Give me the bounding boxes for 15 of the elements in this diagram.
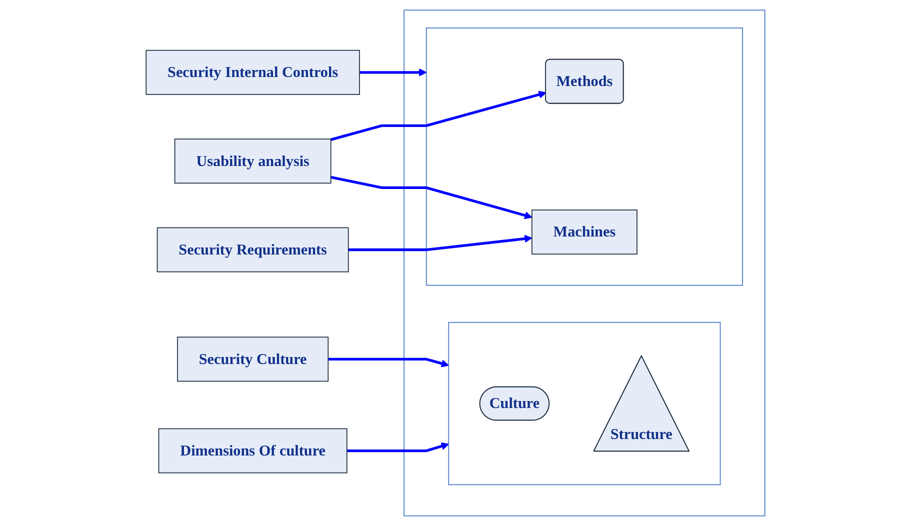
arrow: [346, 442, 449, 452]
node-box: Security Requirements: [156, 227, 349, 272]
arrow: [348, 234, 532, 252]
node-box: Dimensions Of culture: [158, 428, 348, 474]
node-box: Usability analysis: [174, 138, 332, 184]
cluster: [404, 10, 766, 516]
node-box: Machines: [531, 210, 638, 255]
cluster: [426, 28, 744, 286]
arrow: [360, 68, 427, 76]
arrow: [328, 358, 449, 368]
cluster: [448, 322, 721, 486]
arrow: [330, 90, 546, 141]
arrow: [330, 176, 532, 220]
node-box: Security Culture: [177, 336, 329, 382]
node-box: Security Internal Controls: [146, 50, 360, 95]
